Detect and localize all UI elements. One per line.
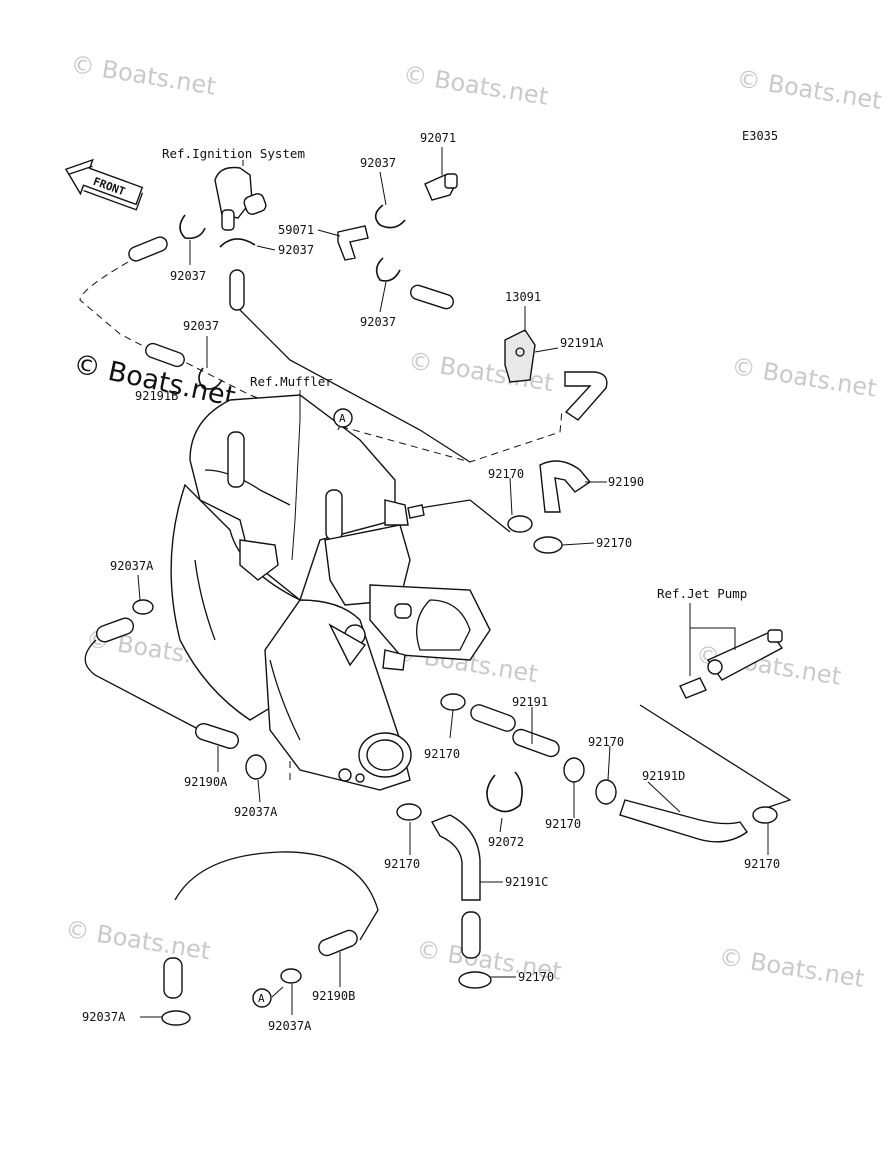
fitting-92071: [424, 173, 458, 201]
part-number: 92170: [518, 970, 554, 984]
part-number: 92191A: [560, 336, 604, 350]
part-number: 92037: [360, 315, 396, 329]
part-number: 13091: [505, 290, 541, 304]
part-number: 92170: [596, 536, 632, 550]
clamp-92170-d: [563, 757, 585, 783]
clamp-92037a-bot-mid: [280, 968, 302, 984]
clamp-92037a-bot-left: [161, 1010, 191, 1026]
part-number: 59071: [278, 223, 314, 237]
callout-a-top: A: [333, 408, 353, 428]
part-number: 92170: [545, 817, 581, 831]
hose-center-vertical: [229, 269, 245, 311]
callout-a-label: A: [258, 992, 265, 1005]
engine-block: [170, 394, 491, 791]
part-number: 92191C: [505, 875, 548, 889]
callout-a-bottom: A: [252, 988, 272, 1008]
watermark: © Boats.net: [69, 50, 218, 101]
part-number: 92037A: [234, 805, 278, 819]
hose-92190: [539, 460, 592, 513]
part-number: 92037A: [268, 1019, 312, 1033]
clamp-92037a-low: [245, 754, 267, 780]
hose-clamps: [132, 515, 778, 1026]
hose-92191-upper: [470, 704, 516, 732]
part-number: 92037: [170, 269, 206, 283]
part-number: 92037: [360, 156, 396, 170]
hose-59071: [337, 225, 369, 261]
watermark: © Boats.net: [735, 64, 884, 115]
part-number: 92191B: [135, 389, 178, 403]
clamp-92170-h: [458, 971, 492, 989]
ref-muffler: Ref.Muffler: [250, 374, 333, 389]
clamp-92170-f: [752, 806, 778, 824]
hose-92191c-lower: [461, 911, 481, 959]
hose-right-upper: [410, 284, 454, 310]
clamp-92170-g: [396, 803, 422, 821]
clamp-92037-mid: [198, 367, 223, 390]
part-number: 92037: [278, 243, 314, 257]
hose-bottom-left: [163, 957, 183, 999]
clamp-92037-top: [374, 204, 406, 229]
front-arrow: FRONT: [64, 158, 144, 211]
part-number: 92072: [488, 835, 524, 849]
hose-92190a: [194, 722, 240, 750]
hose-92191-lower: [512, 728, 560, 758]
part-13091: [504, 329, 536, 383]
part-number: 92071: [420, 131, 456, 145]
watermark: © Boats.net: [717, 942, 866, 993]
hose-92191c: [430, 814, 481, 901]
part-number: 92191D: [642, 769, 685, 783]
jet-pump-component: [679, 629, 784, 699]
part-number: 92170: [384, 857, 420, 871]
clamp-92072: [486, 771, 523, 813]
watermark: © Boats.net: [401, 60, 550, 111]
clamp-92170-a: [507, 515, 533, 533]
diagram-code: E3035: [742, 129, 778, 143]
leader-lines: [137, 147, 769, 1018]
part-number: 92170: [424, 747, 460, 761]
clamps: [179, 204, 523, 813]
part-number: 92037: [183, 319, 219, 333]
part-number: 92170: [744, 857, 780, 871]
part-number: 92190B: [312, 989, 355, 1003]
clamp-92170-b: [533, 536, 563, 554]
clamp-92037-ign-mid: [219, 238, 256, 248]
hose-92191a: [564, 371, 608, 421]
part-number: 92191: [512, 695, 548, 709]
watermarks: © Boats.net © Boats.net © Boats.net © Bo…: [63, 50, 884, 993]
part-number: 92170: [488, 467, 524, 481]
hose-92190b: [318, 929, 358, 957]
watermark: © Boats.net: [730, 352, 879, 403]
clamp-92037-right: [375, 257, 401, 282]
hose-routing-lines: [79, 261, 792, 941]
part-number: 92037A: [110, 559, 154, 573]
ref-jet-pump: Ref.Jet Pump: [657, 586, 747, 601]
part-number: 92170: [588, 735, 624, 749]
callout-a-label: A: [339, 412, 346, 425]
clamp-92170-c: [440, 693, 466, 711]
hose-left-upper: [128, 236, 168, 262]
part-number: 92190A: [184, 775, 228, 789]
ignition-system-component: [214, 160, 267, 231]
watermark: © Boats.net: [63, 915, 212, 966]
hose-92037a-left: [95, 617, 135, 643]
hose-left-mid: [145, 342, 185, 368]
hose-92191d: [619, 799, 748, 843]
ref-ignition-system: Ref.Ignition System: [162, 146, 305, 161]
clamp-92037-ign-left: [179, 214, 206, 240]
clamp-92037a-left: [132, 599, 154, 615]
part-number: 92037A: [82, 1010, 126, 1024]
part-number: 92190: [608, 475, 644, 489]
clamp-92170-e: [595, 779, 617, 805]
